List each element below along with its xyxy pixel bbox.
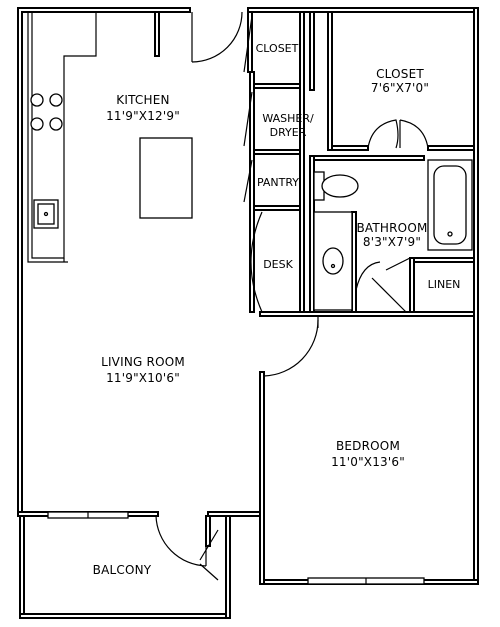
large-closet-dims: 7'6"X7'0" bbox=[371, 81, 429, 95]
bedroom-label: BEDROOM bbox=[336, 439, 400, 453]
bathroom-label: BATHROOM bbox=[356, 221, 427, 235]
bathtub-icon bbox=[427, 159, 473, 251]
desk-label: DESK bbox=[263, 258, 293, 271]
kitchen-dims: 11'9"X12'9" bbox=[106, 109, 180, 123]
bathroom-dims: 8'3"X7'9" bbox=[363, 235, 421, 249]
bedroom-walls bbox=[259, 311, 475, 585]
living-room-label: LIVING ROOM bbox=[101, 355, 185, 369]
storage-closet bbox=[199, 515, 219, 581]
small-closet-label: CLOSET bbox=[256, 42, 299, 55]
entry-door-icon bbox=[191, 11, 243, 63]
washer-door-icon bbox=[243, 91, 253, 147]
kitchen-island bbox=[139, 137, 193, 219]
large-closet-label: CLOSET bbox=[376, 67, 424, 81]
desk-curve bbox=[250, 211, 263, 313]
pantry-label: PANTRY bbox=[257, 176, 299, 189]
balcony-walls bbox=[19, 511, 231, 619]
washer-dryer-label-2: DRYER bbox=[270, 126, 307, 139]
kitchen-counter bbox=[27, 11, 253, 263]
closet-door-icon bbox=[243, 15, 253, 73]
toilet-icon bbox=[313, 171, 359, 201]
bedroom-door-icon bbox=[263, 316, 319, 377]
balcony-door-icon bbox=[155, 515, 207, 567]
washer-dryer-label-1: WASHER/ bbox=[262, 112, 314, 125]
utility-walls bbox=[249, 11, 315, 313]
kitchen-sink-icon bbox=[33, 199, 59, 229]
large-closet-walls bbox=[327, 11, 475, 151]
bedroom-dims: 11'0"X13'6" bbox=[331, 455, 405, 469]
bedroom-window bbox=[307, 577, 425, 585]
closet-bifold-door-icon bbox=[367, 119, 429, 149]
pantry-door-icon bbox=[243, 159, 253, 203]
linen-label: LINEN bbox=[428, 278, 461, 291]
living-room-dims: 11'9"X10'6" bbox=[106, 371, 180, 385]
stove-icon bbox=[30, 93, 63, 131]
bathroom-sink-icon bbox=[313, 211, 353, 311]
balcony-label: BALCONY bbox=[93, 563, 152, 577]
kitchen-label: KITCHEN bbox=[116, 93, 169, 107]
bathroom-door-icon bbox=[355, 261, 381, 291]
